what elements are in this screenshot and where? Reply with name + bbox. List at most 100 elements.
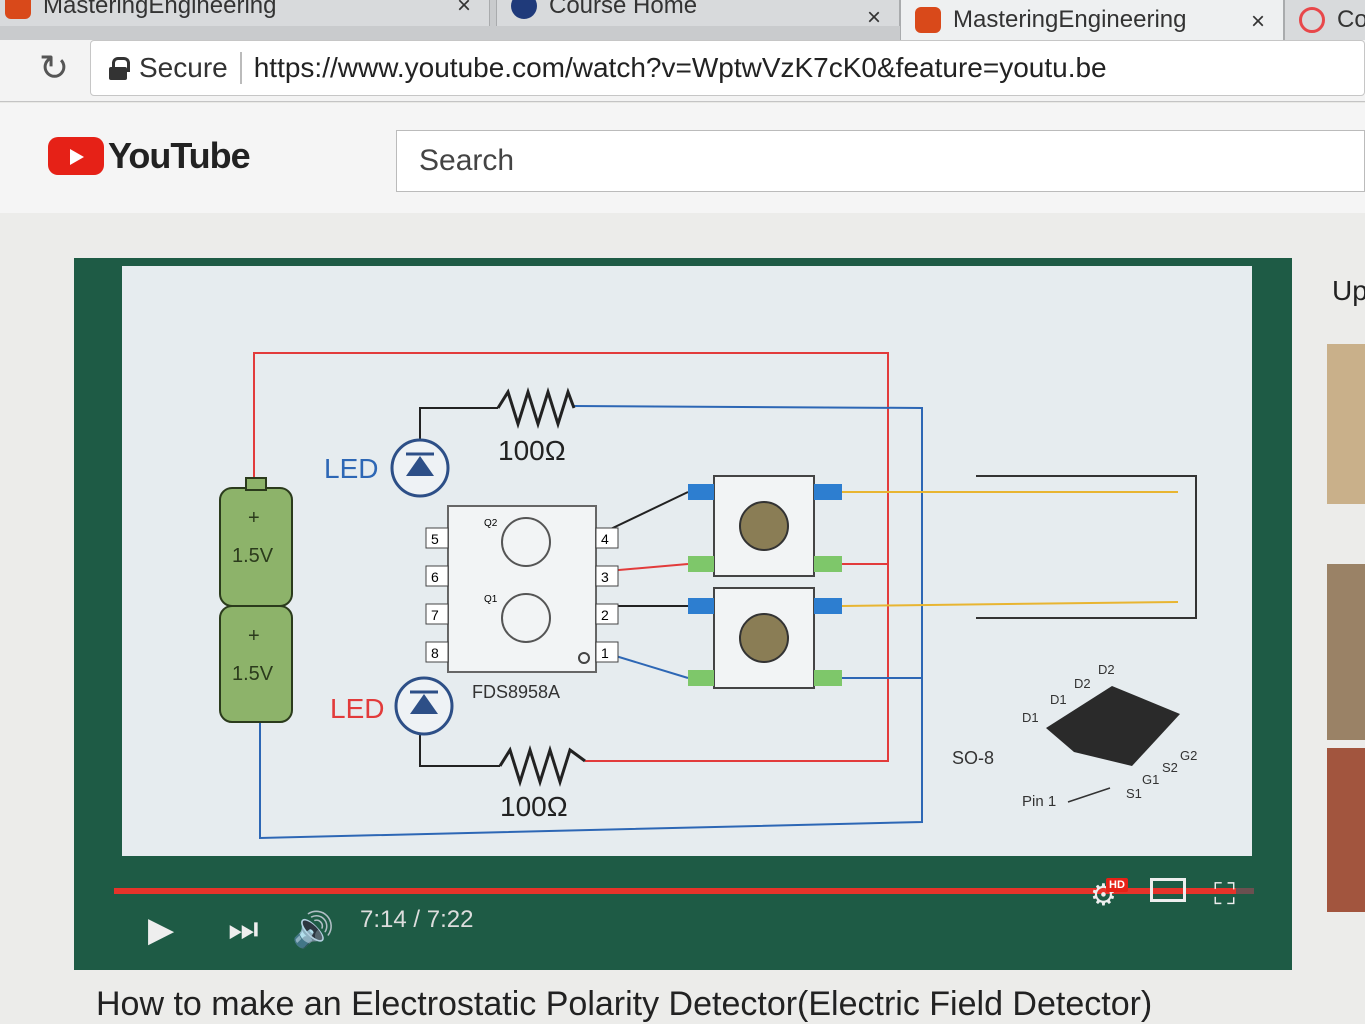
recommended-thumbnail[interactable] [1327,344,1365,504]
so8-package-icon [1046,686,1180,766]
pkg-pin-label: G2 [1180,748,1197,763]
button-terminal [814,484,842,500]
chip-pin-label: 2 [601,607,609,623]
chip-pin-label: 4 [601,531,609,547]
mastering-favicon-icon [5,0,31,19]
pin1-arrow-icon [1067,787,1111,803]
chip-pin-label: 6 [431,569,439,585]
reload-icon[interactable]: ↻ [38,47,70,88]
mosfet-q2-icon [501,517,551,567]
url-text[interactable]: https://www.youtube.com/watch?v=WptwVzK7… [253,52,1107,83]
battery-bottom-voltage: 1.5V [232,663,274,685]
chip-pin [425,527,449,549]
chip-pin-label: 3 [601,569,609,585]
blue-wire [259,405,923,840]
yellow-wire [841,601,1179,607]
close-tab-icon[interactable]: × [456,0,471,19]
battery-top-plus: + [248,507,260,529]
progress-fill [114,888,1236,894]
mosfet-chip [447,505,597,673]
battery-bottom-plus: + [248,625,260,647]
pkg-pin-label: S2 [1162,760,1178,775]
tab-con[interactable]: Con [1284,0,1365,40]
close-tab-icon[interactable]: × [1250,8,1265,35]
pin1-marker-icon [578,652,590,664]
fullscreen-icon[interactable]: ⛶ [1214,878,1235,911]
button-terminal [688,670,714,686]
chip-pin [595,527,619,549]
tab-course-home[interactable]: Course Home × [496,0,900,31]
loading-favicon-icon [1299,7,1325,33]
chip-pin [595,603,619,625]
tab-mastering-1[interactable]: MasteringEngineering × [0,0,490,26]
chip-pin [425,565,449,587]
recommended-thumbnail[interactable] [1327,564,1365,740]
address-bar[interactable]: Secure https://www.youtube.com/watch?v=W… [90,40,1365,96]
button-terminal [688,484,714,500]
pkg-pin-label: D2 [1098,662,1115,677]
resistor-top-label: 100Ω [498,435,566,466]
tab-strip: MasteringEngineering × Course Home × Mas… [0,0,1365,40]
button-terminal [688,598,714,614]
recommended-thumbnail[interactable] [1327,748,1365,912]
pkg-pin-label: G1 [1142,772,1159,787]
secure-label: Secure [139,52,242,84]
pkg-pin-label: D1 [1022,710,1039,725]
circuit-diagram: 100Ω 100Ω LED LED + 1.5V + 1.5V 5 [219,352,1197,840]
push-button-top-knob-icon [739,501,789,551]
q1-label: Q1 [484,594,498,605]
button-terminal [814,598,842,614]
chip-name: FDS8958A [472,682,560,702]
chip-pin-label: 1 [601,645,609,661]
youtube-logo-text: YouTube [108,135,251,176]
red-wire [253,352,889,762]
button-terminal [814,556,842,572]
lock-icon [109,57,130,80]
push-button-bottom-knob-icon [739,613,789,663]
chip-pin [595,641,619,663]
tab-mastering-active[interactable]: MasteringEngineering × [900,0,1284,40]
led-top-arrow-icon [406,456,434,476]
button-terminal [814,670,842,686]
progress-bar[interactable] [114,888,1254,894]
battery-bottom-icon [219,605,293,723]
resistor-top-icon [496,386,576,430]
up-next-label: Up [1332,275,1365,306]
theater-icon[interactable] [1150,878,1186,902]
chip-pin-label: 8 [431,645,439,661]
play-icon[interactable]: ▶ [148,911,175,949]
led-top-label: LED [324,453,378,484]
chip-pin-label: 7 [431,607,439,623]
led-bottom-label: LED [330,693,384,724]
pkg-pin-label: D2 [1074,676,1091,691]
video-title: How to make an Electrostatic Polarity De… [96,985,1153,1023]
video-player[interactable]: 100Ω 100Ω LED LED + 1.5V + 1.5V 5 [74,258,1292,970]
mastering-favicon-icon [915,7,941,33]
chip-pin [595,565,619,587]
next-icon[interactable]: ⏭ [228,910,259,948]
search-input[interactable]: Search [396,130,1365,192]
tab-title: MasteringEngineering [43,0,277,19]
chip-pin [425,641,449,663]
pearson-favicon-icon [511,0,537,19]
tab-title: MasteringEngineering [953,6,1187,33]
youtube-header: YouTube Search [0,103,1365,213]
button-terminal [688,556,714,572]
sense-plate [976,475,1197,619]
package-label: SO-8 [952,748,994,768]
led-bottom-arrow-icon [410,694,438,714]
resistor-bottom-label: 100Ω [500,791,568,822]
battery-top-voltage: 1.5V [232,545,274,567]
q2-label: Q2 [484,518,498,529]
video-frame[interactable]: 100Ω 100Ω LED LED + 1.5V + 1.5V 5 [122,266,1252,856]
chip-pin [425,603,449,625]
pin1-label: Pin 1 [1022,793,1056,810]
volume-icon[interactable]: 🔊 [292,911,335,949]
tab-title: Con [1337,6,1365,33]
youtube-logo[interactable]: YouTube [48,135,251,177]
youtube-logo-icon [48,137,104,175]
browser-toolbar: ↻ Secure https://www.youtube.com/watch?v… [0,40,1365,102]
chip-pin-label: 5 [431,531,439,547]
close-tab-icon[interactable]: × [866,4,881,31]
tab-title: Course Home [549,0,698,19]
